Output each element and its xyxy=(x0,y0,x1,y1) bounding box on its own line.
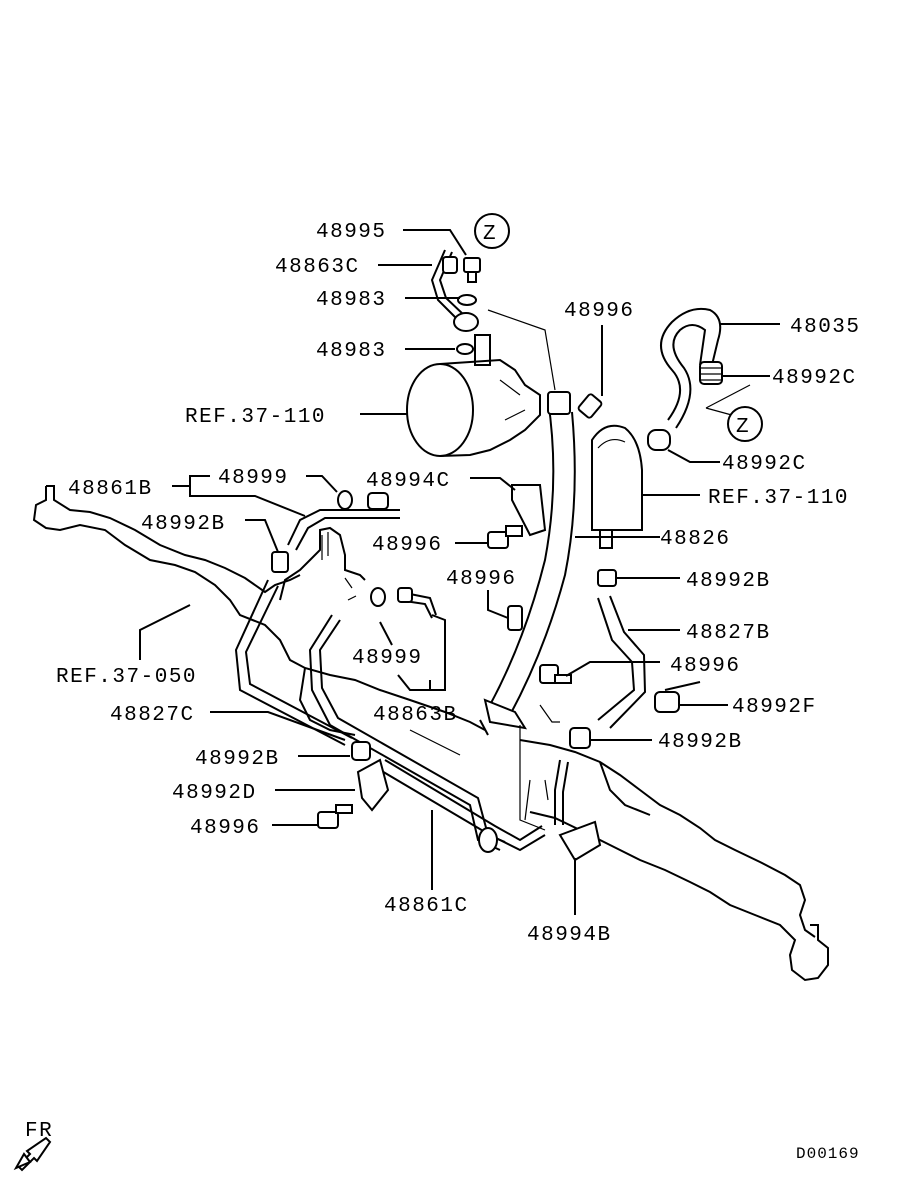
callout-48983-lower: 48983 xyxy=(316,340,387,363)
callout-48995: 48995 xyxy=(316,221,387,244)
power-steering-pump xyxy=(406,334,541,457)
callout-48996-top: 48996 xyxy=(564,300,635,323)
callout-48994c: 48994C xyxy=(366,470,451,493)
callout-48826: 48826 xyxy=(660,528,731,551)
front-direction-indicator: FR xyxy=(13,1120,53,1172)
tube-48861b xyxy=(287,509,400,551)
callout-48983-upper: 48983 xyxy=(316,289,387,312)
reference-lines xyxy=(409,309,751,831)
callout-48992b-upper-left: 48992B xyxy=(141,513,226,536)
callout-48999-upper: 48999 xyxy=(218,467,289,490)
zone-marker-top: Z xyxy=(474,213,510,249)
callout-48992b-lower-left: 48992B xyxy=(195,748,280,771)
callout-48996-right: 48996 xyxy=(670,655,741,678)
callout-48035: 48035 xyxy=(790,316,861,339)
callout-48992b-upper-right: 48992B xyxy=(686,570,771,593)
callout-48861c: 48861C xyxy=(384,895,469,918)
zone-marker-right: Z xyxy=(727,406,763,442)
steering-gear-housing xyxy=(32,485,829,982)
tube-48861c xyxy=(308,614,546,853)
callout-48992c-upper: 48992C xyxy=(772,367,857,390)
leader-lines xyxy=(139,229,780,915)
callout-48827b: 48827B xyxy=(686,622,771,645)
hose-48827b xyxy=(597,569,647,729)
callout-labels: 48995 48863C 48983 48983 REF.37-110 4886… xyxy=(56,221,861,947)
callout-48992b-lower-right: 48992B xyxy=(658,731,743,754)
zone-marker-right-label: Z xyxy=(736,416,750,439)
callout-48827c: 48827C xyxy=(110,704,195,727)
callout-48992c-lower: 48992C xyxy=(722,453,807,476)
callout-ref-37-110-pump: REF.37-110 xyxy=(185,406,326,429)
callout-48996-middle: 48996 xyxy=(372,534,443,557)
front-label: FR xyxy=(25,1120,53,1143)
callout-48863b: 48863B xyxy=(373,704,458,727)
callout-ref-37-110-reservoir: REF.37-110 xyxy=(708,487,849,510)
diagram-id: D00169 xyxy=(796,1145,860,1163)
hose-48826 xyxy=(479,391,576,736)
fluid-reservoir xyxy=(591,424,643,549)
tube-48863b xyxy=(397,587,437,619)
hose-48035 xyxy=(660,307,723,429)
callout-48861b: 48861B xyxy=(68,478,153,501)
callout-48996-lower-left: 48996 xyxy=(190,817,261,840)
tube-48827c xyxy=(234,579,353,746)
callout-ref-37-050: REF.37-050 xyxy=(56,666,197,689)
callout-48992d: 48992D xyxy=(172,782,257,805)
callout-48994b: 48994B xyxy=(527,924,612,947)
callout-48863c: 48863C xyxy=(275,256,360,279)
zone-marker-top-label: Z xyxy=(483,223,497,246)
callout-48996-vertical: 48996 xyxy=(446,568,517,591)
callout-48992f: 48992F xyxy=(732,696,817,719)
tube-48863c xyxy=(430,249,479,332)
callout-48999-lower: 48999 xyxy=(352,647,423,670)
